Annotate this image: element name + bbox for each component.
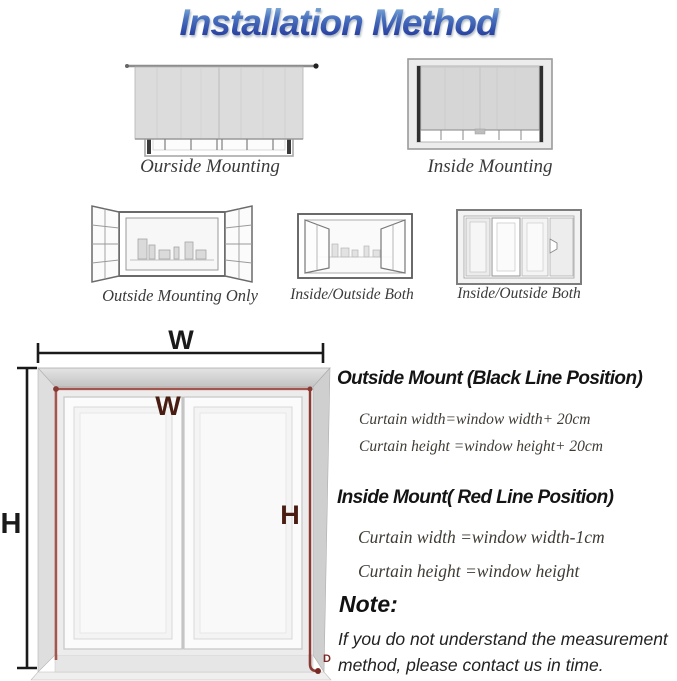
city-skyline [130,238,214,261]
sliding-panels [465,217,574,277]
corner-d-label: D [323,653,331,665]
inner-height-label: H [280,500,300,530]
left-open-panel [91,205,120,283]
curtain-rod [125,63,319,69]
inner-width-label: W [155,391,181,421]
window-panels [58,391,308,655]
caption-ourside-mounting: Ourside Mounting [140,156,280,177]
note-heading: Note: [339,591,398,617]
window-handle [549,238,558,254]
outer-height-label: H [1,508,22,540]
caption-inside-outside-both-1: Inside/Outside Both [290,286,414,303]
curtain-pulls [164,139,274,150]
caption-inside-mounting: Inside Mounting [427,156,553,177]
inward-casement-illustration [297,213,413,279]
red-line-corner-dot-right [307,386,313,392]
outside-mounting-illustration [125,63,319,157]
height-measure-line [17,366,37,670]
right-open-panel [224,205,253,283]
inside-mounting-illustration [407,58,553,150]
inside-height-formula: Curtain height =window height [358,561,580,581]
red-line-corner-dot [53,386,59,392]
caption-inside-outside-both-2: Inside/Outside Both [457,285,581,302]
left-inward-panel [304,219,330,274]
page-title: Installation Method [0,2,677,44]
measurement-diagram: W H W H D [1,330,332,681]
center-frame [118,211,226,277]
outer-width-label: W [168,330,194,355]
red-line-end-dot [315,668,321,674]
outside-height-formula: Curtain height =window height+ 20cm [359,438,603,455]
outward-casement-illustration [91,205,253,283]
city-skyline [318,243,392,258]
note-body: If you do not understand the measurement… [338,629,668,676]
window-outer-frame [30,367,332,681]
sill-ticks [440,130,522,140]
inside-mount-heading: Inside Mount( Red Line Position) [337,487,614,508]
inside-width-formula: Curtain width =window width-1cm [358,527,605,547]
outside-mount-heading: Outside Mount (Black Line Position) [337,368,643,389]
curtain [134,66,304,140]
caption-outside-mounting-only: Outside Mounting Only [102,286,258,305]
right-inward-panel [380,219,406,274]
sliding-window-illustration [456,209,582,285]
curtain [420,66,540,135]
outside-width-formula: Curtain width=window width+ 20cm [359,411,591,428]
width-measure-line [36,343,325,363]
